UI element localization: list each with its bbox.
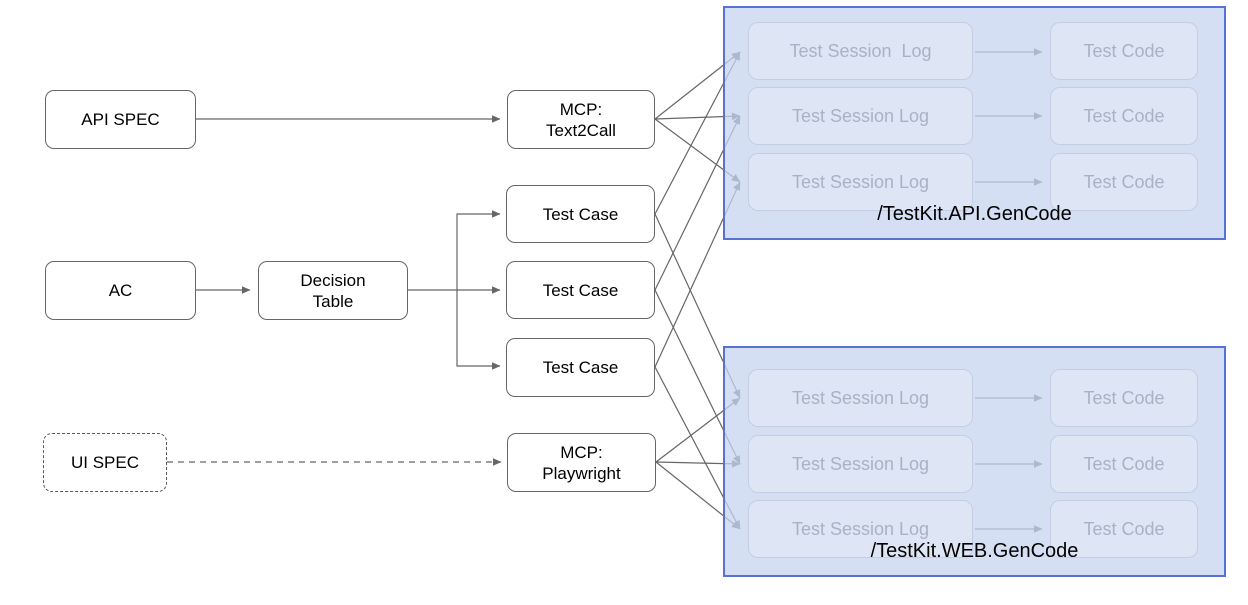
panel-testkit-api-gencode-label: /TestKit.API.GenCode bbox=[877, 203, 1072, 225]
node-test-case-3-label: Test Case bbox=[542, 358, 619, 377]
node-mcp-text2call: MCP: Text2Call bbox=[507, 90, 655, 149]
node-ui-spec: UI SPEC bbox=[43, 433, 167, 492]
edge-decision-to-test-case-3 bbox=[456, 290, 501, 370]
web-test-code-1-label: Test Code bbox=[1083, 387, 1165, 408]
web-test-session-log-3: Test Session Log bbox=[748, 500, 973, 558]
api-test-session-log-1: Test Session Log bbox=[748, 22, 973, 80]
node-decision-table: Decision Table bbox=[258, 261, 408, 320]
node-test-case-2: Test Case bbox=[506, 261, 655, 319]
node-mcp-text2call-label: MCP: Text2Call bbox=[546, 99, 616, 140]
node-ac: AC bbox=[45, 261, 196, 320]
web-test-session-log-3-label: Test Session Log bbox=[791, 518, 930, 539]
web-test-session-log-2: Test Session Log bbox=[748, 435, 973, 493]
api-test-session-log-2-label: Test Session Log bbox=[791, 105, 930, 126]
web-test-code-2: Test Code bbox=[1050, 435, 1198, 493]
api-test-code-2-label: Test Code bbox=[1083, 105, 1165, 126]
api-test-session-log-3: Test Session Log bbox=[748, 153, 973, 211]
edge-decision-to-test-case-1 bbox=[456, 210, 501, 290]
web-test-code-2-label: Test Code bbox=[1083, 453, 1165, 474]
web-test-session-log-1: Test Session Log bbox=[748, 369, 973, 427]
api-test-session-log-2: Test Session Log bbox=[748, 87, 973, 145]
web-test-code-3: Test Code bbox=[1050, 500, 1198, 558]
node-mcp-playwright: MCP: Playwright bbox=[507, 433, 656, 492]
api-test-session-log-3-label: Test Session Log bbox=[791, 171, 930, 192]
node-mcp-playwright-label: MCP: Playwright bbox=[542, 442, 621, 483]
api-test-code-1: Test Code bbox=[1050, 22, 1198, 80]
node-decision-table-label: Decision Table bbox=[300, 270, 366, 311]
api-test-code-2: Test Code bbox=[1050, 87, 1198, 145]
api-test-code-3-label: Test Code bbox=[1083, 171, 1165, 192]
web-test-session-log-2-label: Test Session Log bbox=[791, 453, 930, 474]
web-test-code-1: Test Code bbox=[1050, 369, 1198, 427]
node-test-case-1-label: Test Case bbox=[542, 204, 619, 224]
web-test-session-log-1-label: Test Session Log bbox=[791, 387, 930, 408]
api-test-session-log-1-label: Test Session Log bbox=[789, 40, 932, 61]
panel-testkit-web-gencode-label: /TestKit.WEB.GenCode bbox=[870, 540, 1079, 562]
node-ac-label: AC bbox=[108, 281, 133, 300]
node-test-case-1: Test Case bbox=[506, 185, 655, 243]
node-api-spec: API SPEC bbox=[45, 90, 196, 149]
panel-testkit-web-gencode: Test Session Log Test Code Test Session … bbox=[723, 346, 1226, 577]
panel-testkit-api-gencode: Test Session Log Test Code Test Session … bbox=[723, 6, 1226, 240]
api-test-code-3: Test Code bbox=[1050, 153, 1198, 211]
node-ui-spec-label: UI SPEC bbox=[70, 453, 140, 472]
api-test-code-1-label: Test Code bbox=[1083, 40, 1165, 61]
node-api-spec-label: API SPEC bbox=[81, 110, 160, 129]
web-test-code-3-label: Test Code bbox=[1083, 518, 1165, 539]
node-test-case-2-label: Test Case bbox=[542, 280, 619, 300]
node-test-case-3: Test Case bbox=[506, 338, 655, 397]
